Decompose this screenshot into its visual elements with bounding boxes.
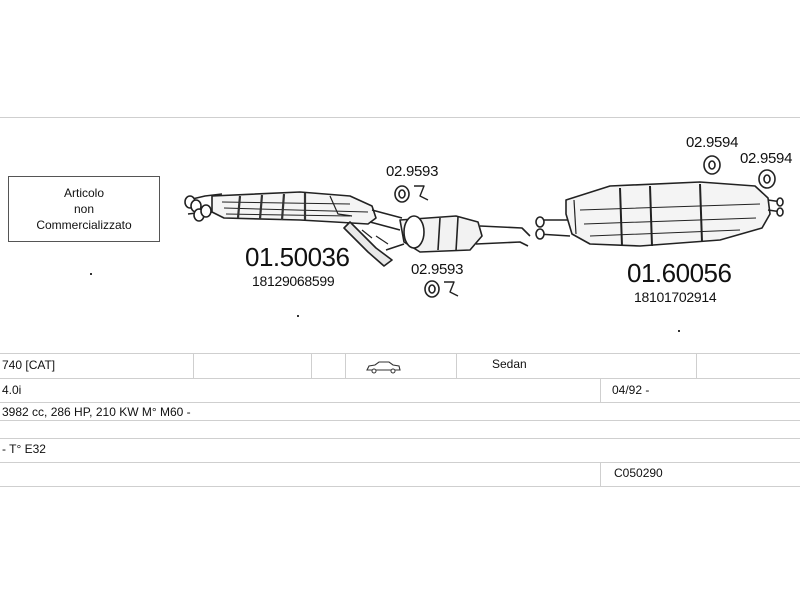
- col-divider-2: [311, 353, 312, 378]
- sedan-car-icon: [366, 361, 401, 374]
- col-divider-7: [600, 462, 601, 486]
- vehicle-engine: 4.0i: [2, 383, 22, 397]
- gasket-code-1[interactable]: 02.9593: [386, 163, 439, 180]
- rear-inlet-end-2: [535, 228, 545, 240]
- part-ref-rear: 18101702914: [634, 289, 717, 305]
- tail-end-1: [776, 197, 784, 207]
- gasket-icon-2: [424, 280, 459, 298]
- resonator-flange: [403, 215, 425, 249]
- gasket-code-2[interactable]: 02.9593: [411, 261, 464, 278]
- table-line-2: [0, 378, 800, 379]
- not-sold-box: Articolo non Commercializzato: [8, 176, 160, 242]
- col-divider-5: [696, 353, 697, 378]
- not-sold-line-1: Articolo: [63, 186, 104, 200]
- rear-pipe-upper: [479, 225, 531, 237]
- col-divider-3: [345, 353, 346, 378]
- stray-dot-2: [297, 315, 299, 317]
- col-divider-4: [456, 353, 457, 378]
- mid-pipe-lower: [369, 221, 401, 231]
- not-sold-line-3: Commercializzato: [36, 218, 132, 232]
- pipe-end-4: [200, 204, 212, 218]
- table-line-3: [0, 402, 800, 403]
- vehicle-spec: 3982 cc, 286 HP, 210 KW M° M60 -: [2, 405, 191, 419]
- col-divider-1: [193, 353, 194, 378]
- rear-inlet-end-1: [535, 216, 545, 228]
- tail-end-2: [776, 207, 784, 217]
- vehicle-model: 740 [CAT]: [2, 358, 56, 372]
- gasket-code-3[interactable]: 02.9594: [686, 134, 739, 151]
- stray-dot-1: [90, 273, 92, 275]
- table-line-1: [0, 353, 800, 354]
- rear-muffler: [565, 181, 771, 247]
- mid-pipe-upper: [371, 209, 403, 219]
- stray-dot-3: [678, 330, 680, 332]
- front-muffler-drop: [343, 221, 393, 267]
- table-line-7: [0, 486, 800, 487]
- not-sold-line-2: non: [73, 202, 95, 216]
- part-ref-front: 18129068599: [252, 273, 335, 289]
- table-line-4: [0, 420, 800, 421]
- top-divider: [0, 117, 800, 118]
- catalog-code: C050290: [614, 466, 663, 480]
- exhaust-diagram: [184, 155, 784, 298]
- vehicle-type: - T° E32: [2, 442, 46, 456]
- vehicle-body: Sedan: [492, 357, 527, 371]
- vehicle-date: 04/92 -: [612, 383, 650, 397]
- gasket-icon-4: [758, 169, 776, 189]
- part-code-rear[interactable]: 01.60056: [627, 258, 732, 288]
- table-line-5: [0, 438, 800, 439]
- gasket-icon-1: [394, 185, 429, 203]
- col-divider-6: [600, 378, 601, 402]
- gasket-icon-3: [703, 155, 721, 175]
- table-line-6: [0, 462, 800, 463]
- part-code-front[interactable]: 01.50036: [245, 242, 350, 272]
- gasket-code-4[interactable]: 02.9594: [740, 150, 793, 167]
- rear-pipe-lower: [475, 241, 529, 247]
